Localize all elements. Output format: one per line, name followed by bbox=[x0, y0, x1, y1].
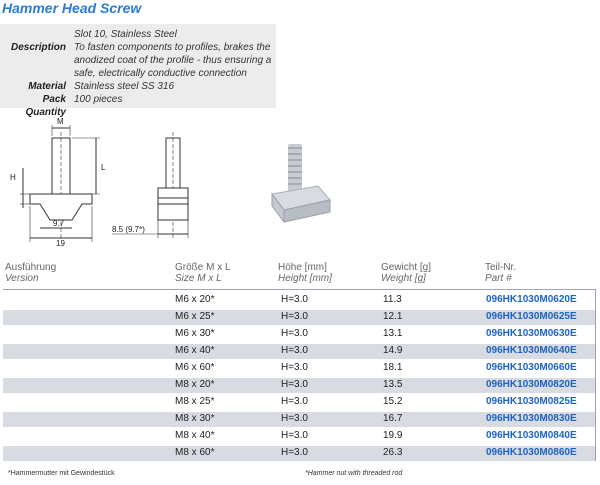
table-row: M6 x 30* H=3.0 13.1 096HK1030M0630E bbox=[3, 327, 595, 342]
cell-weight: 16.7 bbox=[383, 413, 403, 424]
cell-part-number[interactable]: 096HK1030M0825E bbox=[486, 396, 577, 407]
detail-label: Description bbox=[10, 42, 66, 53]
cell-weight: 26.3 bbox=[383, 447, 403, 458]
dim-h-label: H bbox=[10, 173, 16, 182]
table-right-border bbox=[595, 289, 596, 461]
col-header-part: Teil-Nr. Part # bbox=[485, 262, 516, 284]
cell-part-number[interactable]: 096HK1030M0640E bbox=[486, 345, 577, 356]
dim-19-label: 19 bbox=[56, 239, 65, 248]
cell-size: M8 x 30* bbox=[175, 413, 215, 424]
cell-size: M8 x 25* bbox=[175, 396, 215, 407]
detail-value: To fasten components to profiles, brakes… bbox=[74, 42, 271, 53]
header-part-en: Part # bbox=[485, 273, 512, 284]
cell-height: H=3.0 bbox=[281, 430, 308, 441]
cell-weight: 11.3 bbox=[383, 294, 402, 305]
cell-size: M6 x 40* bbox=[175, 345, 215, 356]
cell-size: M6 x 20* bbox=[175, 294, 215, 305]
cell-part-number[interactable]: 096HK1030M0620E bbox=[486, 294, 577, 305]
table-row: M8 x 20* H=3.0 13.5 096HK1030M0820E bbox=[3, 378, 595, 393]
dim-85-label: 8.5 (9.7*) bbox=[112, 225, 145, 234]
cell-height: H=3.0 bbox=[281, 311, 308, 322]
cell-height: H=3.0 bbox=[281, 396, 308, 407]
table-top-border bbox=[3, 289, 595, 290]
dim-m-label: M bbox=[57, 117, 64, 126]
dim-l-label: L bbox=[101, 163, 106, 172]
page-title: Hammer Head Screw bbox=[2, 0, 142, 16]
details-box bbox=[0, 24, 276, 108]
cell-height: H=3.0 bbox=[281, 294, 308, 305]
detail-value: 100 pieces bbox=[74, 94, 123, 105]
table-row: M8 x 60* H=3.0 26.3 096HK1030M0860E bbox=[3, 446, 595, 461]
table-row: M6 x 20* H=3.0 11.3 096HK1030M0620E bbox=[3, 293, 595, 308]
header-weight-de: Gewicht [g] bbox=[381, 262, 432, 273]
cell-part-number[interactable]: 096HK1030M0840E bbox=[486, 430, 577, 441]
cell-weight: 14.9 bbox=[383, 345, 403, 356]
cell-part-number[interactable]: 096HK1030M0660E bbox=[486, 362, 577, 373]
cell-part-number[interactable]: 096HK1030M0625E bbox=[486, 311, 577, 322]
cell-height: H=3.0 bbox=[281, 413, 308, 424]
detail-value: Stainless steel SS 316 bbox=[74, 81, 175, 92]
detail-value: anodized coat of the profile - thus ensu… bbox=[74, 55, 272, 66]
table-row: M6 x 25* H=3.0 12.1 096HK1030M0625E bbox=[3, 310, 595, 325]
cell-size: M6 x 60* bbox=[175, 362, 215, 373]
detail-value: safe, electrically conductive connection bbox=[74, 68, 247, 79]
header-size-en: Size M x L bbox=[175, 273, 222, 284]
product-photo bbox=[234, 124, 354, 244]
detail-value: Slot 10, Stainless Steel bbox=[74, 29, 177, 40]
table-row: M6 x 60* H=3.0 18.1 096HK1030M0660E bbox=[3, 361, 595, 376]
table-row: M8 x 25* H=3.0 15.2 096HK1030M0825E bbox=[3, 395, 595, 410]
cell-size: M8 x 20* bbox=[175, 379, 215, 390]
technical-drawing: M L H 9.7 19 8.5 (9.7*) bbox=[10, 117, 189, 248]
detail-label: Pack Quantity bbox=[25, 94, 66, 118]
header-height-en: Height [mm] bbox=[278, 273, 332, 284]
cell-height: H=3.0 bbox=[281, 345, 308, 356]
cell-weight: 12.1 bbox=[383, 311, 403, 322]
detail-label: Material bbox=[28, 81, 66, 92]
cell-weight: 18.1 bbox=[383, 362, 403, 373]
cell-height: H=3.0 bbox=[281, 447, 308, 458]
cell-height: H=3.0 bbox=[281, 362, 308, 373]
footnote-en: *Hammer nut with threaded rod bbox=[305, 470, 403, 477]
header-version-en: Version bbox=[5, 273, 39, 284]
header-version-de: Ausführung bbox=[5, 262, 57, 273]
cell-weight: 19.9 bbox=[383, 430, 403, 441]
cell-size: M6 x 25* bbox=[175, 311, 215, 322]
col-header-size: Größe M x L Size M x L bbox=[175, 262, 231, 284]
header-height-de: Höhe [mm] bbox=[278, 262, 327, 273]
cell-part-number[interactable]: 096HK1030M0820E bbox=[486, 379, 577, 390]
dim-97-label: 9.7 bbox=[53, 219, 65, 228]
cell-size: M8 x 40* bbox=[175, 430, 215, 441]
cell-size: M8 x 60* bbox=[175, 447, 215, 458]
footnote-de: *Hammermutter mit Gewindestück bbox=[8, 470, 115, 477]
table-row: M8 x 40* H=3.0 19.9 096HK1030M0840E bbox=[3, 429, 595, 444]
cell-part-number[interactable]: 096HK1030M0830E bbox=[486, 413, 577, 424]
header-size-de: Größe M x L bbox=[175, 262, 231, 273]
cell-part-number[interactable]: 096HK1030M0630E bbox=[486, 328, 577, 339]
cell-size: M6 x 30* bbox=[175, 328, 215, 339]
col-header-weight: Gewicht [g] Weight [g] bbox=[381, 262, 431, 284]
cell-weight: 15.2 bbox=[383, 396, 403, 407]
col-header-height: Höhe [mm] Height [mm] bbox=[278, 262, 332, 284]
cell-height: H=3.0 bbox=[281, 379, 308, 390]
cell-part-number[interactable]: 096HK1030M0860E bbox=[486, 447, 577, 458]
cell-height: H=3.0 bbox=[281, 328, 308, 339]
header-part-de: Teil-Nr. bbox=[485, 262, 517, 273]
table-row: M8 x 30* H=3.0 16.7 096HK1030M0830E bbox=[3, 412, 595, 427]
cell-weight: 13.1 bbox=[383, 328, 403, 339]
col-header-version: Ausführung Version bbox=[5, 262, 56, 284]
table-row: M6 x 40* H=3.0 14.9 096HK1030M0640E bbox=[3, 344, 595, 359]
header-weight-en: Weight [g] bbox=[381, 273, 426, 284]
cell-weight: 13.5 bbox=[383, 379, 403, 390]
